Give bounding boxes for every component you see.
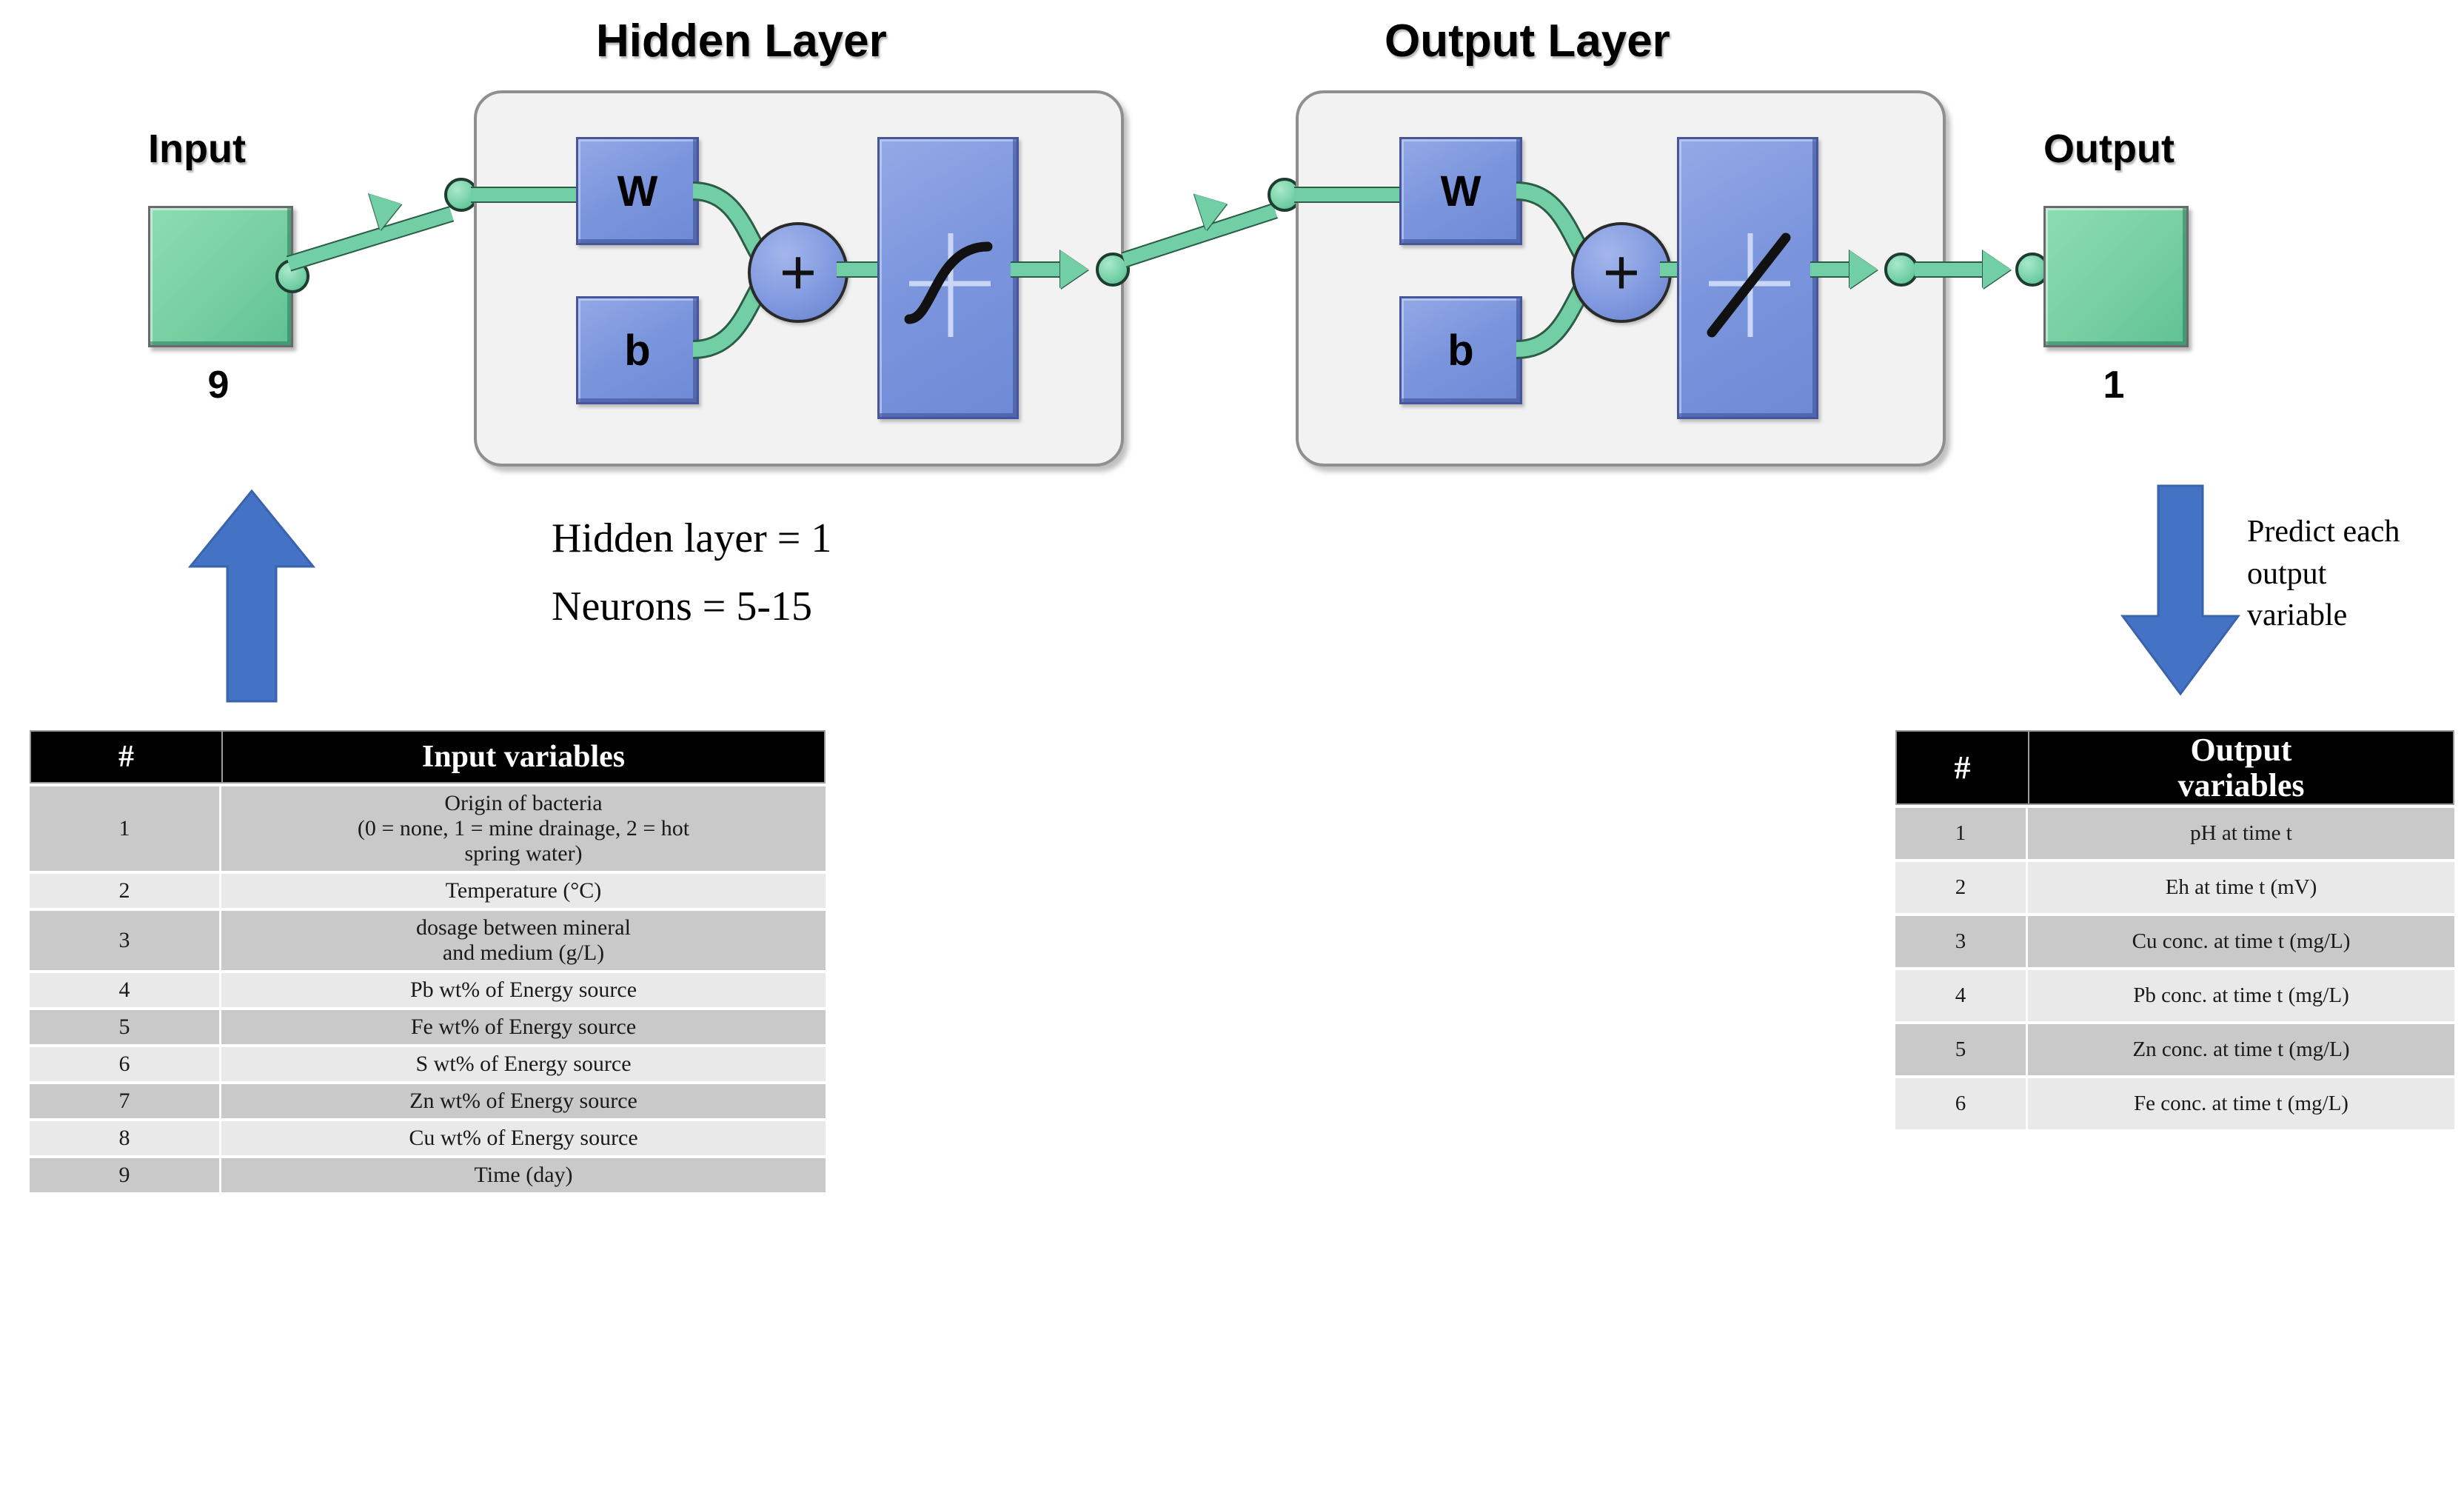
row-variable-cell: Pb wt% of Energy source bbox=[221, 973, 826, 1007]
hidden-layer-note-line2: Neurons = 5-15 bbox=[552, 584, 812, 629]
row-number-cell: 1 bbox=[30, 786, 221, 871]
arrow-down-icon bbox=[2120, 484, 2240, 696]
output-layer-title: Output Layer bbox=[1385, 16, 1670, 67]
output-block bbox=[2043, 206, 2189, 347]
output-count: 1 bbox=[2103, 364, 2125, 407]
row-number-cell: 3 bbox=[30, 911, 221, 970]
output-table-header-variable: Output variables bbox=[2028, 730, 2454, 806]
output-final-wire bbox=[1915, 261, 1989, 278]
row-number-cell: 5 bbox=[1895, 1024, 2028, 1076]
row-variable-cell: Cu wt% of Energy source bbox=[221, 1121, 826, 1155]
output-w-input-wire bbox=[1294, 187, 1405, 203]
row-number-cell: 3 bbox=[1895, 916, 2028, 968]
row-number-cell: 7 bbox=[30, 1084, 221, 1118]
row-variable-cell: Fe wt% of Energy source bbox=[221, 1010, 826, 1044]
output-exit-dot bbox=[1884, 253, 1918, 287]
input-wire-arrowhead bbox=[369, 185, 407, 231]
output-activation-block bbox=[1677, 137, 1818, 419]
row-variable-cell: S wt% of Energy source bbox=[221, 1047, 826, 1081]
output-weight-block: W bbox=[1399, 137, 1522, 245]
output-bias-block: b bbox=[1399, 296, 1522, 404]
input-to-hidden-wire bbox=[286, 206, 455, 272]
row-variable-cell: Time (day) bbox=[221, 1158, 826, 1192]
row-variable-cell: Zn conc. at time t (mg/L) bbox=[2028, 1024, 2454, 1076]
row-variable-cell: dosage between mineral and medium (g/L) bbox=[221, 911, 826, 970]
output-table-header-number: # bbox=[1895, 730, 2028, 806]
hidden-weight-block: W bbox=[576, 137, 699, 245]
row-number-cell: 8 bbox=[30, 1121, 221, 1155]
row-number-cell: 5 bbox=[30, 1010, 221, 1044]
row-variable-cell: pH at time t bbox=[2028, 808, 2454, 860]
row-number-cell: 6 bbox=[1895, 1078, 2028, 1130]
output-label: Output bbox=[2043, 127, 2175, 171]
arrow-up-icon bbox=[187, 489, 316, 703]
input-table-header-variable: Input variables bbox=[221, 730, 826, 783]
output-sum-node: + bbox=[1571, 222, 1672, 323]
input-count: 9 bbox=[207, 364, 230, 407]
hidden-sum-node: + bbox=[748, 222, 848, 323]
hidden-layer-note-line1: Hidden layer = 1 bbox=[552, 515, 832, 561]
row-variable-cell: Pb conc. at time t (mg/L) bbox=[2028, 970, 2454, 1022]
row-variable-cell: Fe conc. at time t (mg/L) bbox=[2028, 1078, 2454, 1130]
output-layer-exit-wire bbox=[1810, 261, 1855, 278]
hidden-layer-title: Hidden Layer bbox=[596, 16, 887, 67]
linear-line-icon bbox=[1707, 233, 1790, 337]
output-exit-arrowhead-1 bbox=[1849, 250, 1878, 289]
row-number-cell: 1 bbox=[1895, 808, 2028, 860]
hidden-bias-block: b bbox=[576, 296, 699, 404]
input-label: Input bbox=[148, 127, 246, 171]
output-exit-arrowhead-2 bbox=[1983, 250, 2011, 289]
input-table-header-number: # bbox=[30, 730, 221, 783]
row-number-cell: 2 bbox=[1895, 862, 2028, 914]
sigmoid-curve-icon bbox=[904, 233, 992, 337]
row-variable-cell: Temperature (°C) bbox=[221, 874, 826, 908]
row-variable-cell: Zn wt% of Energy source bbox=[221, 1084, 826, 1118]
predict-note: Predict each output variable bbox=[2247, 515, 2400, 633]
row-number-cell: 4 bbox=[1895, 970, 2028, 1022]
row-variable-cell: Origin of bacteria (0 = none, 1 = mine d… bbox=[221, 786, 826, 871]
input-block bbox=[148, 206, 293, 347]
hidden-exit-wire bbox=[1011, 261, 1066, 278]
row-number-cell: 9 bbox=[30, 1158, 221, 1192]
row-number-cell: 4 bbox=[30, 973, 221, 1007]
hidden-w-input-wire bbox=[471, 187, 582, 203]
output-table-header-row: # Output variables bbox=[1895, 730, 2454, 806]
row-variable-cell: Cu conc. at time t (mg/L) bbox=[2028, 916, 2454, 968]
hidden-exit-arrowhead bbox=[1060, 250, 1088, 289]
hidden-activation-block bbox=[877, 137, 1019, 419]
row-variable-cell: Eh at time t (mV) bbox=[2028, 862, 2454, 914]
row-number-cell: 6 bbox=[30, 1047, 221, 1081]
input-table-header-row: # Input variables bbox=[30, 730, 826, 783]
row-number-cell: 2 bbox=[30, 874, 221, 908]
